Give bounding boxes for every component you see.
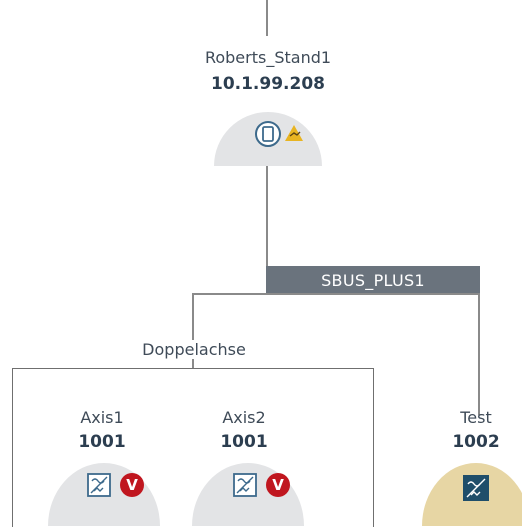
device-address: 10.1.99.208 [210,74,326,94]
device-name: Roberts_Stand1 [204,48,332,67]
drive-icon [87,473,111,497]
status-badge: V [266,473,290,497]
device-name: Axis1 [80,408,124,427]
bus-line [192,293,480,295]
drop-line-test [478,293,480,415]
device-id: 1002 [452,432,500,452]
warning-triangle-icon [285,125,303,141]
device-name: Axis2 [222,408,266,427]
group-label: Doppelachse [138,340,250,359]
device-id: 1001 [78,432,126,452]
status-badge: V [120,473,144,497]
bus-label: SBUS_PLUS1 [321,270,425,290]
drive-icon [463,475,489,501]
drive-icon [233,473,257,497]
drop-line-group [192,293,194,341]
device-id: 1001 [220,432,268,452]
connector-line-bus [266,166,268,266]
connector-line-top [266,0,268,36]
bus-bar[interactable]: SBUS_PLUS1 [266,266,480,294]
controller-icon [255,121,281,147]
device-name: Test [460,408,492,427]
